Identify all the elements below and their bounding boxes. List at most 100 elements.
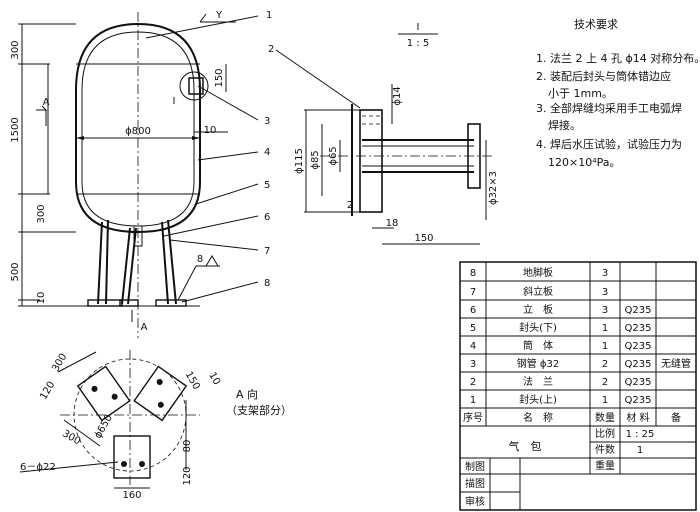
balloon-7: 7: [264, 246, 270, 257]
bom-row-7-qty: 3: [602, 287, 608, 298]
dim-500: 500: [10, 262, 21, 281]
bom-header-note: 备: [671, 411, 681, 424]
dim-a-120-left: 120: [38, 380, 57, 402]
balloon-5: 5: [264, 180, 270, 191]
view-a-support: [57, 350, 200, 489]
title-block-name: 气 包: [509, 439, 542, 453]
tech-line-1: 1. 法兰 2 上 4 孔 ϕ14 对称分布。: [536, 51, 700, 65]
dim-65: ϕ65: [328, 146, 339, 165]
mark-a-top: A: [43, 97, 50, 108]
dim-115: ϕ115: [294, 148, 305, 174]
bom-header-no: 序号: [463, 411, 483, 424]
mark-y: Y: [215, 10, 223, 21]
dim-14: ϕ14: [392, 86, 403, 105]
scale-value: 1 : 25: [626, 429, 655, 440]
weld-number: 8: [197, 254, 203, 265]
bom-row-3-mat: Q235: [625, 359, 652, 370]
dim-2: 2: [347, 200, 353, 211]
bom-table: [459, 261, 697, 511]
dim-300-bottom: 300: [36, 204, 47, 223]
bom-row-5-mat: Q235: [625, 323, 652, 334]
drawn-label: 制图: [465, 460, 485, 473]
dim-a-120-right: 120: [182, 466, 193, 485]
bom-row-2-name: 法 兰: [523, 375, 553, 388]
tech-line-2: 2. 装配后封头与筒体错边应: [536, 69, 671, 83]
scale-label: 比例: [595, 427, 615, 440]
bom-row-3-no: 3: [470, 359, 476, 370]
count-value: 1: [637, 445, 643, 456]
dim-85: ϕ85: [310, 150, 321, 169]
checked-label: 审核: [465, 495, 485, 508]
tech-line-3: 小于 1mm。: [548, 87, 613, 100]
bom-row-6-qty: 3: [602, 305, 608, 316]
traced-label: 描图: [465, 477, 485, 490]
tech-requirements: 技术要求 1. 法兰 2 上 4 孔 ϕ14 对称分布。 2. 装配后封头与筒体…: [536, 18, 700, 169]
balloon-2: 2: [268, 44, 274, 55]
dim-18: 18: [386, 218, 399, 229]
bom-row-7-name: 斜立板: [523, 285, 553, 298]
bom-row-5-no: 5: [470, 323, 476, 334]
bom-row-7-no: 7: [470, 287, 476, 298]
bom-row-2-qty: 2: [602, 377, 608, 388]
balloon-1: 1: [266, 10, 272, 21]
section-scale: 1 : 5: [407, 38, 429, 49]
dim-32x3: ϕ32×3: [488, 171, 499, 205]
bom-row-6-mat: Q235: [625, 305, 652, 316]
bom-row-6-no: 6: [470, 305, 476, 316]
dim-a-300-top: 300: [50, 352, 69, 374]
dim-a-150: 150: [183, 370, 202, 392]
dim-1500: 1500: [10, 117, 21, 142]
bom-row-3-qty: 2: [602, 359, 608, 370]
bom-row-5-qty: 1: [602, 323, 608, 334]
bom-row-8-no: 8: [470, 268, 476, 279]
bom-row-2-mat: Q235: [625, 377, 652, 388]
bom-row-8-name: 地脚板: [523, 266, 553, 279]
bom-header-qty: 数量: [595, 411, 615, 424]
dim-10-left: 10: [36, 292, 47, 305]
balloon-6: 6: [264, 212, 270, 223]
dim-150-detail: 150: [414, 233, 433, 244]
dim-10-wall: 10: [204, 125, 217, 136]
bom-row-3-name: 钢管 ϕ32: [517, 357, 560, 370]
count-label: 件数: [595, 443, 615, 456]
tech-line-5: 焊接。: [548, 118, 581, 132]
dim-800: ϕ800: [125, 126, 151, 137]
main-vertical-dimensions: [18, 23, 76, 307]
bom-row-6-name: 立 板: [523, 303, 553, 316]
bom-row-1-name: 封头(上): [519, 393, 557, 406]
bom-row-4-name: 筒 体: [523, 339, 553, 352]
dim-a-160: 160: [122, 490, 141, 501]
dim-a-650: ϕ650: [93, 413, 115, 441]
bom-row-5-name: 封头(下): [519, 321, 557, 334]
dim-300-top: 300: [10, 40, 21, 59]
bom-row-2-no: 2: [470, 377, 476, 388]
tech-line-6: 4. 焊后水压试验，试验压力为: [536, 137, 682, 151]
tech-line-7: 120×10⁴Pa。: [548, 156, 621, 169]
vessel-main-view: [36, 12, 236, 338]
mark-i-main: I: [173, 96, 176, 107]
bom-row-3-note: 无缝管: [661, 357, 691, 370]
dim-150-right: 150: [214, 68, 225, 87]
bom-row-4-no: 4: [470, 341, 476, 352]
dim-a-10: 10: [206, 370, 222, 387]
view-a-subtitle: （支架部分）: [226, 403, 292, 417]
view-a-title: A 向: [236, 387, 258, 401]
mark-a-bottom: A: [141, 322, 148, 333]
bom-header-name: 名 称: [523, 411, 553, 424]
detail-i-view: [320, 104, 494, 216]
tech-title: 技术要求: [574, 18, 618, 31]
bom-row-4-mat: Q235: [625, 341, 652, 352]
balloon-3: 3: [264, 116, 270, 127]
tech-line-4: 3. 全部焊缝均采用手工电弧焊: [536, 101, 682, 115]
bom-row-1-qty: 1: [602, 395, 608, 406]
balloon-leaders: [145, 15, 259, 303]
balloon-8: 8: [264, 278, 270, 289]
dim-a-6-22: 6－ϕ22: [20, 462, 56, 473]
bom-row-1-no: 1: [470, 395, 476, 406]
bom-row-4-qty: 1: [602, 341, 608, 352]
dim-a-80: 80: [182, 440, 193, 453]
bom-header-mat: 材 料: [626, 411, 649, 424]
bom-row-8-qty: 3: [602, 268, 608, 279]
balloon-4: 4: [264, 147, 270, 158]
